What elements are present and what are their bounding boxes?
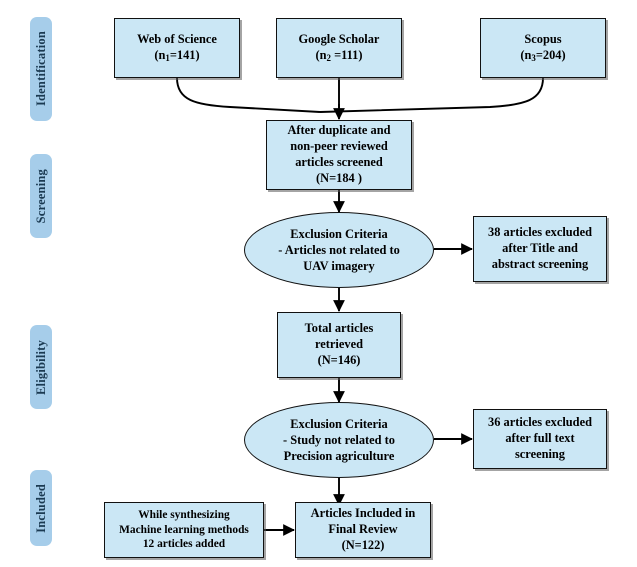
stage-label-included: Included <box>30 470 52 546</box>
node-web-of-science: Web of Science (n1=141) <box>114 18 240 78</box>
node-excluded-full-text-line1: 36 articles excluded <box>488 415 592 430</box>
node-total-retrieved-line1: Total articles <box>304 321 374 336</box>
node-excluded-title-abstract-line2: after Title and <box>502 241 578 256</box>
node-hand-added-line2: Machine learning methods <box>119 523 249 536</box>
node-google-scholar: Google Scholar (n2 =111) <box>276 18 402 78</box>
node-total-retrieved-line3: (N=146) <box>317 352 361 367</box>
node-duplicates-screened-line1: After duplicate and <box>287 123 391 138</box>
node-hand-added-line1: While synthesizing <box>138 509 230 522</box>
node-total-retrieved: Total articles retrieved (N=146) <box>277 312 401 378</box>
node-exclusion-two-line2: - Study not related to <box>283 432 395 447</box>
node-scopus: Scopus (n3=204) <box>480 18 606 78</box>
node-exclusion-two-line3: Precision agriculture <box>283 449 395 464</box>
node-excluded-title-abstract: 38 articles excluded after Title and abs… <box>473 216 607 282</box>
stage-label-screening-text: Screening <box>33 168 48 224</box>
node-excluded-full-text-line2: after full text <box>505 431 575 446</box>
node-excluded-title-abstract-line1: 38 articles excluded <box>488 225 592 240</box>
stage-label-identification: Identification <box>30 17 52 121</box>
stage-label-identification-text: Identification <box>33 31 48 107</box>
node-hand-added-articles: While synthesizing Machine learning meth… <box>104 502 264 558</box>
node-exclusion-one-line2: - Articles not related to <box>278 242 400 257</box>
node-google-scholar-count: (n2 =111) <box>315 47 363 63</box>
node-final-included: Articles Included in Final Review (N=122… <box>295 502 431 558</box>
stage-label-eligibility: Eligibility <box>30 325 52 409</box>
node-final-included-line1: Articles Included in <box>310 506 416 521</box>
stage-label-screening: Screening <box>30 154 52 238</box>
node-excluded-full-text-line3: screening <box>514 446 566 461</box>
node-final-included-line2: Final Review <box>328 522 398 537</box>
node-scopus-name: Scopus <box>524 31 562 46</box>
node-duplicates-screened-line4: (N=184 ) <box>316 170 362 185</box>
node-exclusion-two-line1: Exclusion Criteria <box>290 416 388 431</box>
node-hand-added-line3: 12 articles added <box>142 538 226 551</box>
node-exclusion-criteria-two: Exclusion Criteria - Study not related t… <box>244 402 434 478</box>
stage-label-included-text: Included <box>33 483 48 533</box>
node-excluded-title-abstract-line3: abstract screening <box>491 256 589 271</box>
node-exclusion-one-line3: UAV imagery <box>303 259 375 274</box>
subscript-n1: 1 <box>165 52 170 63</box>
node-final-included-line3: (N=122) <box>341 537 385 552</box>
subscript-n3: 3 <box>531 52 536 63</box>
edge-wos-to-screened <box>176 77 321 113</box>
node-google-scholar-name: Google Scholar <box>298 31 380 46</box>
node-exclusion-criteria-one: Exclusion Criteria - Articles not relate… <box>244 212 434 288</box>
node-web-of-science-count: (n1=141) <box>154 47 200 63</box>
node-excluded-full-text: 36 articles excluded after full text scr… <box>473 409 607 469</box>
node-exclusion-one-line1: Exclusion Criteria <box>290 226 388 241</box>
stage-label-eligibility-text: Eligibility <box>33 339 48 395</box>
node-web-of-science-name: Web of Science <box>137 31 217 46</box>
node-duplicates-screened-line2: non-peer reviewed <box>290 139 388 154</box>
node-scopus-count: (n3=204) <box>520 47 566 63</box>
node-duplicates-screened-line3: articles screened <box>295 155 383 169</box>
node-duplicates-screened: After duplicate and non-peer reviewed ar… <box>266 120 412 190</box>
edge-scopus-to-screened <box>319 77 544 113</box>
node-total-retrieved-line2: retrieved <box>315 337 363 352</box>
subscript-n2: 2 <box>326 52 331 63</box>
